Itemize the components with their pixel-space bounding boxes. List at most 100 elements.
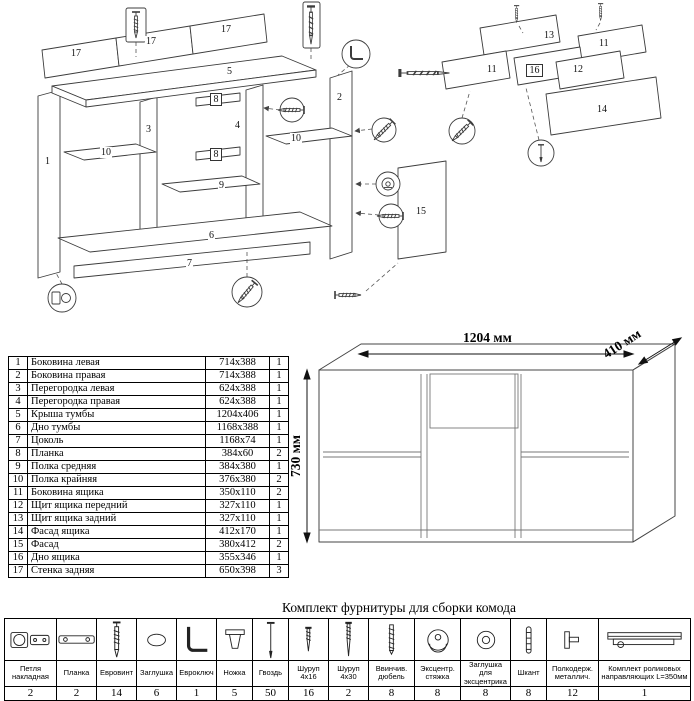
part-number-label: 4	[234, 120, 241, 131]
parts-cell-size: 327x110	[205, 499, 270, 513]
hardware-item-qty: 16	[288, 685, 329, 701]
hexkey-icon	[176, 618, 217, 661]
hardware-item-qty: 12	[546, 685, 599, 701]
hardware-item-label: Шуруп 4x16	[288, 660, 329, 687]
hardware-icons-row	[4, 618, 691, 661]
hardware-item-label: Эксцентр. стяжка	[414, 660, 461, 687]
assembly-diagram-art	[37, 1, 662, 313]
parts-cell-num: 6	[8, 421, 28, 435]
parts-cell-name: Перегородка правая	[27, 395, 206, 409]
width-dimension-label: 1204 мм	[463, 330, 512, 345]
cap-icon	[136, 618, 177, 661]
parts-cell-qty: 2	[269, 473, 289, 487]
hardware-item-label: Заглушка для эксцентрика	[460, 660, 511, 687]
screw-long-icon	[328, 618, 369, 661]
parts-cell-qty: 2	[269, 538, 289, 552]
parts-cell-size: 380x412	[205, 538, 270, 552]
hardware-item-label: Петля накладная	[4, 660, 57, 687]
parts-cell-name: Щит ящика передний	[27, 499, 206, 513]
part-number-label: 17	[70, 48, 82, 59]
parts-cell-num: 7	[8, 434, 28, 448]
parts-cell-name: Дно ящика	[27, 551, 206, 565]
parts-cell-size: 327x110	[205, 512, 270, 526]
part-number-label: 2	[336, 92, 343, 103]
dowel-screw-icon	[368, 618, 415, 661]
parts-cell-name: Цоколь	[27, 434, 206, 448]
parts-cell-qty: 1	[269, 382, 289, 396]
hardware-item-label: Евровинт	[96, 660, 137, 687]
hardware-item-label: Заглушка	[136, 660, 177, 687]
parts-cell-num: 2	[8, 369, 28, 383]
part-number-label: 17	[220, 24, 232, 35]
hardware-kit: Комплект фурнитуры для сборки комода Пет…	[4, 600, 691, 701]
parts-cell-num: 12	[8, 499, 28, 513]
part-number-label: 9	[218, 180, 225, 191]
cabinet-exploded-view	[37, 13, 447, 279]
parts-cell-name: Боковина левая	[27, 356, 206, 370]
parts-cell-num: 11	[8, 486, 28, 500]
parts-cell-qty: 1	[269, 525, 289, 539]
parts-cell-qty: 2	[269, 447, 289, 461]
hardware-item-qty: 8	[368, 685, 415, 701]
part-number-label: 12	[572, 64, 584, 75]
parts-cell-num: 9	[8, 460, 28, 474]
parts-cell-qty: 1	[269, 369, 289, 383]
parts-cell-num: 17	[8, 564, 28, 578]
hardware-kit-title: Комплект фурнитуры для сборки комода	[281, 600, 516, 615]
parts-cell-qty: 2	[269, 486, 289, 500]
parts-cell-size: 384x380	[205, 460, 270, 474]
part-number-label: 3	[145, 124, 152, 135]
dimension-drawing-art	[303, 337, 683, 544]
parts-cell-name: Стенка задняя	[27, 564, 206, 578]
parts-cell-num: 15	[8, 538, 28, 552]
parts-cell-name: Перегородка левая	[27, 382, 206, 396]
parts-cell-name: Боковина ящика	[27, 486, 206, 500]
part-number-label: 7	[186, 258, 193, 269]
parts-cell-num: 4	[8, 395, 28, 409]
hardware-item-label: Полкодерж. металлич.	[546, 660, 599, 687]
parts-cell-qty: 1	[269, 356, 289, 370]
euroscrew-icon	[96, 618, 137, 661]
hardware-item-qty: 1	[598, 685, 691, 701]
parts-cell-qty: 1	[269, 551, 289, 565]
part-number-label: 10	[290, 133, 302, 144]
wood-dowel-icon	[510, 618, 547, 661]
parts-cell-size: 650x398	[205, 564, 270, 578]
part-number-label: 11	[598, 38, 610, 49]
part-number-label: 15	[415, 206, 427, 217]
hardware-item-label: Евроключ	[176, 660, 217, 687]
nail-icon	[252, 618, 289, 661]
dimension-drawing: 1204 мм 410 мм 730 мм	[288, 326, 694, 602]
hardware-item-qty: 8	[414, 685, 461, 701]
hardware-item-qty: 2	[56, 685, 97, 701]
part-number-label: 5	[226, 66, 233, 77]
parts-cell-qty: 1	[269, 421, 289, 435]
parts-cell-qty: 1	[269, 460, 289, 474]
parts-cell-name: Планка	[27, 447, 206, 461]
parts-cell-qty: 1	[269, 512, 289, 526]
hardware-item-qty: 50	[252, 685, 289, 701]
part-number-label: 8	[210, 148, 222, 161]
part-number-label: 10	[100, 147, 112, 158]
parts-cell-name: Фасад	[27, 538, 206, 552]
part-number-label: 16	[526, 64, 543, 77]
parts-cell-qty: 1	[269, 499, 289, 513]
parts-cell-num: 3	[8, 382, 28, 396]
hardware-item-qty: 8	[510, 685, 547, 701]
parts-cell-size: 1204x406	[205, 408, 270, 422]
hardware-item-qty: 6	[136, 685, 177, 701]
parts-cell-num: 8	[8, 447, 28, 461]
